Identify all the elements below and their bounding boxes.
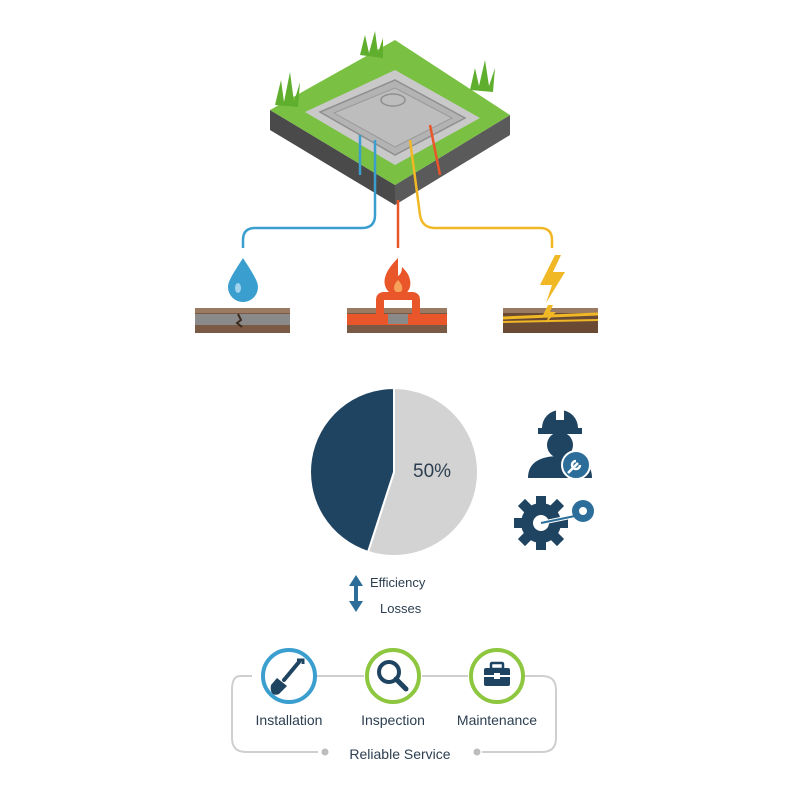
gears-icon <box>514 496 594 550</box>
legend-down-label: Losses <box>380 601 422 616</box>
pie-annotation: 50% <box>413 461 452 482</box>
gas-flame-icon <box>384 258 411 296</box>
water-drop-icon <box>228 258 258 302</box>
service-label: Maintenance <box>456 712 538 728</box>
connection-lines <box>241 124 554 248</box>
water-pipe-section <box>195 308 290 333</box>
legend-up-label: Efficiency <box>370 575 426 590</box>
technician-icon <box>528 410 592 480</box>
electric-cable-section <box>502 305 599 333</box>
up-down-arrow-icon <box>349 575 363 612</box>
pie-slice-1 <box>366 386 479 557</box>
pie-slice-0 <box>309 386 395 554</box>
service-label: Installation <box>255 712 323 728</box>
gas-pipe-section <box>347 292 447 333</box>
electric-bolt-icon <box>540 255 565 303</box>
footer-label: Reliable Service <box>349 746 451 762</box>
manhole-platform <box>270 31 510 205</box>
service-label: Inspection <box>361 712 425 728</box>
service-track <box>231 675 557 756</box>
